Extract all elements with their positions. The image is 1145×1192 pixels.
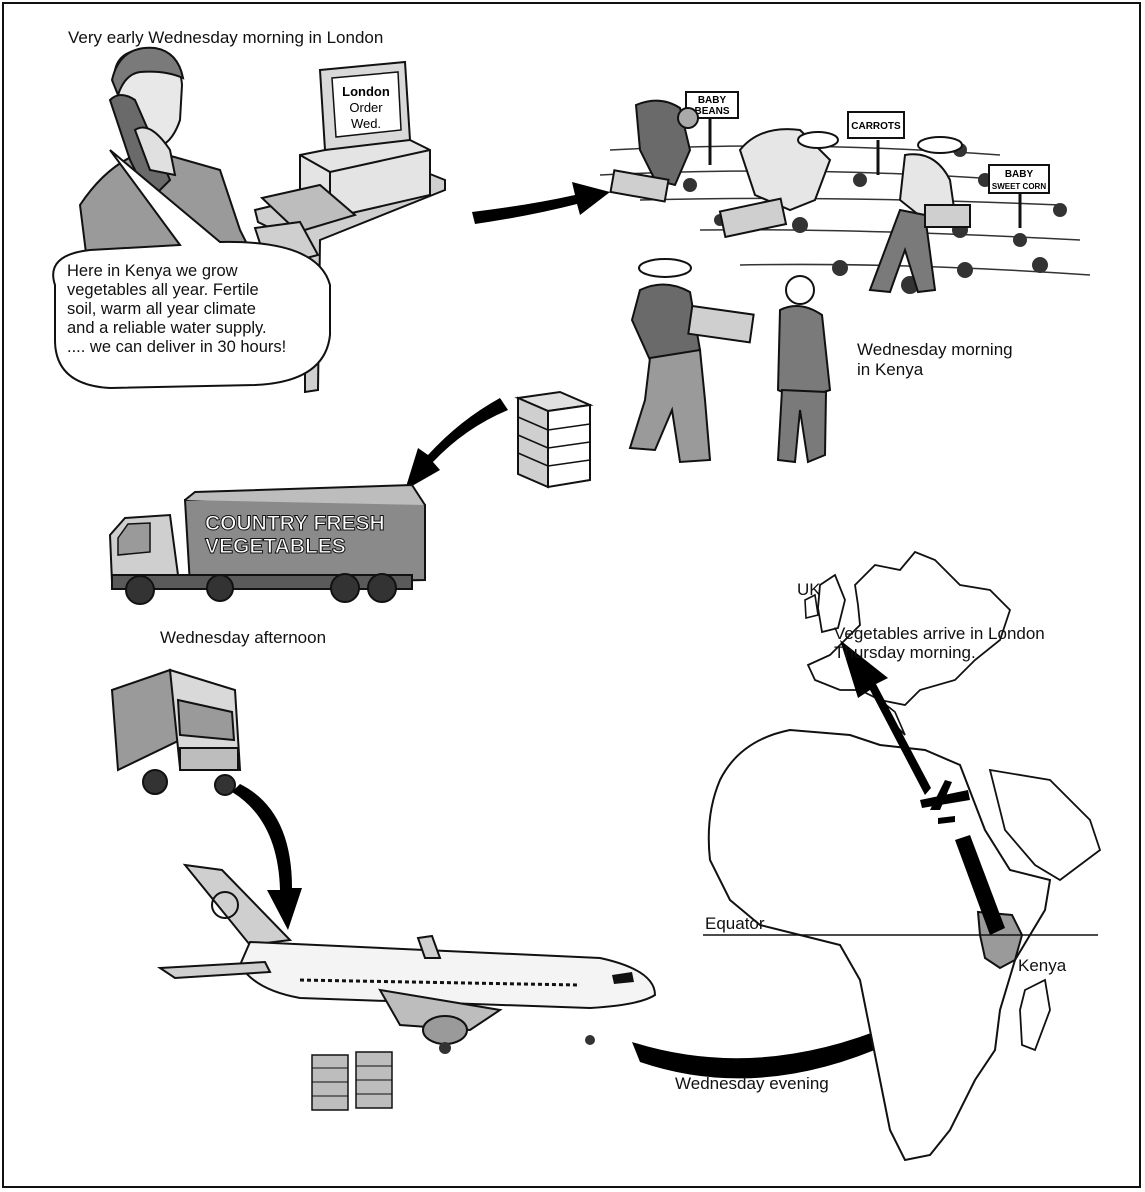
sign-beans-line2: BEANS (694, 106, 729, 117)
caption-arrive-line2: Thursday morning. (834, 643, 976, 663)
crate-stack (518, 392, 590, 487)
workers-handing-crate (630, 259, 830, 462)
cargo-airplane (160, 865, 655, 1054)
sign-baby-beans: BABY BEANS (686, 92, 738, 165)
crates-by-plane (312, 1052, 392, 1110)
truck-text-line2: VEGETABLES (205, 535, 346, 558)
sign-carrots: CARROTS (848, 112, 904, 175)
speech-line-1: Here in Kenya we grow (67, 262, 286, 281)
speech-bubble-text: Here in Kenya we grow vegetables all yea… (67, 262, 286, 357)
computer-icon: London Order Wed. (255, 62, 430, 268)
truck-text-line1: COUNTRY FRESH (205, 512, 385, 535)
caption-kenya-morning-line1: Wednesday morning (857, 340, 1013, 360)
monitor-text-line3: Wed. (351, 116, 381, 131)
vegetable-field-scene: BABY BEANS CARROTS BABY SWEET CORN (600, 92, 1090, 462)
caption-arrive-line1: Vegetables arrive in London (834, 624, 1045, 644)
field-worker-2 (720, 129, 838, 237)
arrow-office-to-farm (472, 182, 610, 224)
caption-kenya-morning-line2: in Kenya (857, 360, 923, 380)
map-label-uk: UK (797, 580, 821, 600)
field-worker-3 (870, 137, 970, 292)
rigid-truck (112, 670, 240, 795)
sign-corn-line1: BABY (1005, 169, 1034, 180)
caption-wednesday-afternoon: Wednesday afternoon (160, 628, 326, 648)
monitor-text-line1: London (342, 84, 390, 99)
caption-wednesday-evening: Wednesday evening (675, 1074, 829, 1094)
monitor-text-line2: Order (349, 100, 383, 115)
sign-beans-line1: BABY (698, 95, 727, 106)
speech-line-2: vegetables all year. Fertile (67, 281, 286, 300)
articulated-truck: COUNTRY FRESH VEGETABLES (110, 485, 425, 604)
map-label-kenya: Kenya (1018, 956, 1066, 976)
speech-line-4: and a reliable water supply. (67, 319, 286, 338)
speech-line-3: soil, warm all year climate (67, 300, 286, 319)
caption-london-morning: Very early Wednesday morning in London (68, 28, 383, 48)
arrow-farm-to-truck (405, 398, 508, 490)
sign-carrots-text: CARROTS (851, 121, 901, 132)
map-label-equator: Equator (705, 914, 765, 934)
sign-baby-sweet-corn: BABY SWEET CORN (989, 165, 1049, 228)
sign-corn-line2: SWEET CORN (992, 182, 1046, 191)
speech-line-5: .... we can deliver in 30 hours! (67, 338, 286, 357)
